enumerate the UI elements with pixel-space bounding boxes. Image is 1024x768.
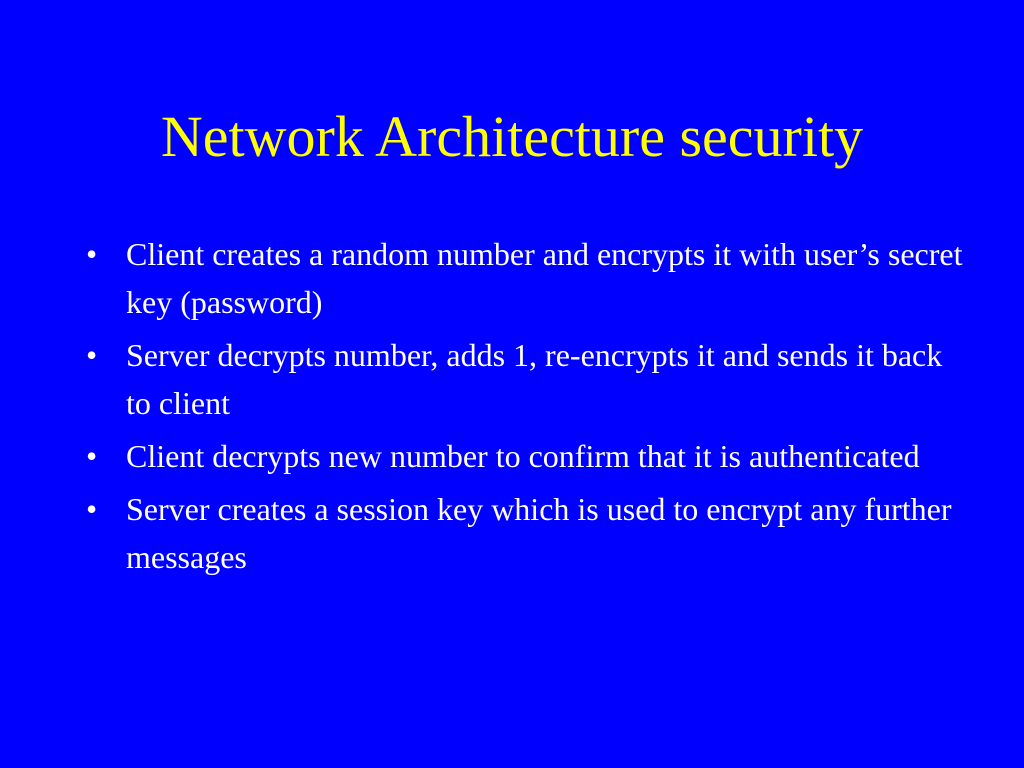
bullet-list: • Client creates a random number and enc…	[86, 230, 966, 586]
bullet-text: Server decrypts number, adds 1, re-encry…	[126, 337, 943, 421]
bullet-item: • Server creates a session key which is …	[86, 485, 966, 581]
bullet-icon: •	[86, 236, 98, 272]
bullet-item: • Client creates a random number and enc…	[86, 230, 966, 326]
bullet-icon: •	[86, 438, 98, 474]
bullet-text: Client decrypts new number to confirm th…	[126, 438, 920, 474]
bullet-item: • Client decrypts new number to confirm …	[86, 432, 966, 480]
bullet-icon: •	[86, 491, 98, 527]
bullet-text: Server creates a session key which is us…	[126, 491, 952, 575]
slide-title: Network Architecture security	[160, 104, 864, 169]
bullet-icon: •	[86, 337, 98, 373]
bullet-text: Client creates a random number and encry…	[126, 236, 963, 320]
bullet-item: • Server decrypts number, adds 1, re-enc…	[86, 331, 966, 427]
